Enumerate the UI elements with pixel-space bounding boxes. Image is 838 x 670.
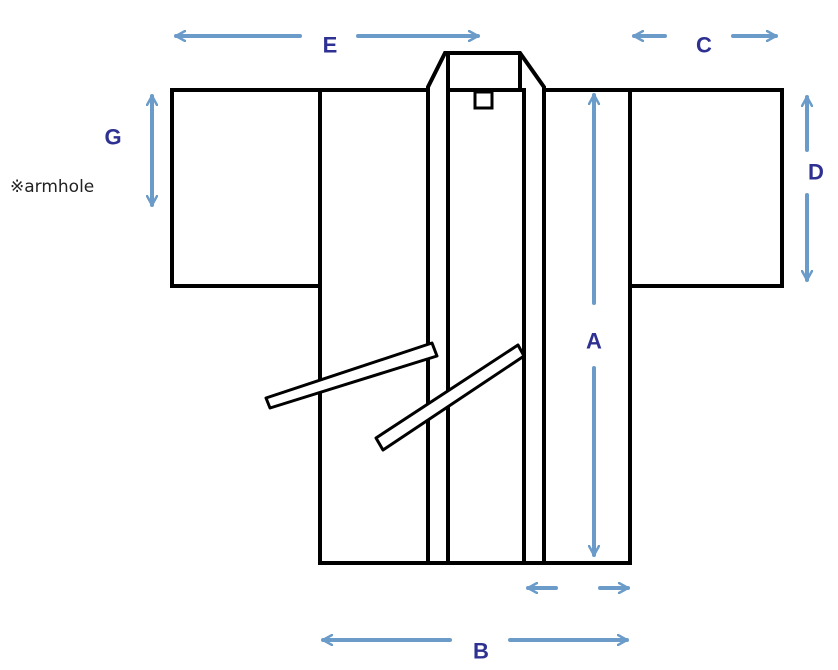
right-sleeve	[628, 88, 784, 288]
label-c: C	[696, 33, 712, 58]
ties	[264, 341, 526, 452]
neck-tag	[473, 90, 494, 110]
armhole-note: ※armhole	[10, 177, 94, 197]
label-e: E	[323, 33, 338, 58]
measurement-arrows	[152, 36, 807, 640]
left-sleeve	[170, 88, 322, 288]
body-panel	[318, 88, 632, 565]
measurement-labels: E C G D A B	[104, 33, 824, 664]
garment-outline	[170, 51, 784, 565]
label-a: A	[586, 329, 602, 354]
label-b: B	[473, 639, 489, 664]
label-g: G	[104, 125, 121, 150]
label-d: D	[808, 160, 824, 185]
left-tie	[264, 341, 439, 410]
right-tie	[374, 343, 526, 452]
